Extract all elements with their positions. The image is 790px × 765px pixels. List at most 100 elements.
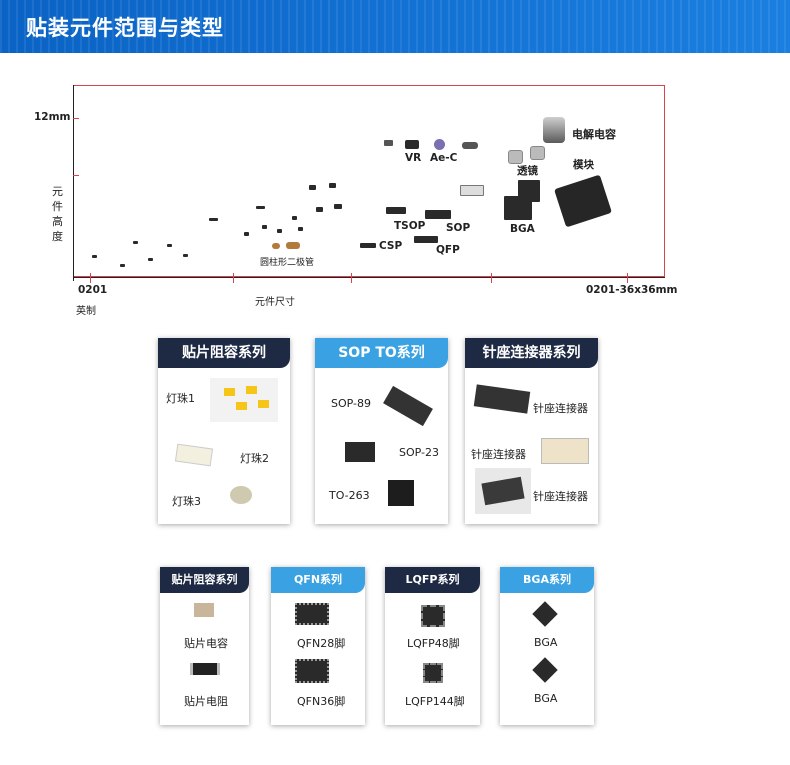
item-label: BGA xyxy=(534,692,558,705)
chip xyxy=(209,218,218,221)
sop89-thumb xyxy=(383,385,433,427)
card-sop-to[interactable]: SOP TO系列 SOP-89 SOP-23 TO-263 xyxy=(315,338,448,524)
bga-thumb xyxy=(532,657,558,683)
card-lqfp[interactable]: LQFP系列 LQFP48脚 LQFP144脚 xyxy=(385,567,480,725)
annot-electrolytic: 电解电容 xyxy=(572,128,616,141)
card-title: 贴片阻容系列 xyxy=(160,567,249,593)
sop-part xyxy=(425,210,451,219)
tsop-part xyxy=(386,207,406,214)
card-chip-rc-small[interactable]: 贴片阻容系列 贴片电容 贴片电阻 xyxy=(160,567,249,725)
item-label: 贴片电容 xyxy=(184,637,228,650)
chip xyxy=(309,185,316,190)
x-end-label: 0201-36x36mm xyxy=(586,284,678,296)
item-label: QFN28脚 xyxy=(297,637,346,650)
item-label: TO-263 xyxy=(329,489,370,502)
diode-part xyxy=(286,242,300,249)
card-title: SOP TO系列 xyxy=(315,338,448,368)
lens-part xyxy=(508,150,523,164)
annot-tsop: TSOP xyxy=(394,220,426,232)
annot-lens: 透镜 xyxy=(517,165,538,177)
x-start-label: 0201 xyxy=(78,284,108,296)
item-label: 灯珠3 xyxy=(172,495,201,508)
page-title: 贴装元件范围与类型 xyxy=(26,16,224,40)
lqfp144-thumb xyxy=(423,663,443,683)
x-tick-2 xyxy=(233,273,234,283)
x-tick-5 xyxy=(627,273,628,283)
mlcc-thumb xyxy=(194,603,214,617)
banner-pattern xyxy=(0,0,790,53)
annot-sop: SOP xyxy=(446,222,471,234)
item-label: SOP-23 xyxy=(399,446,439,459)
x-start-sub: 英制 xyxy=(76,306,96,317)
chip xyxy=(334,204,342,209)
chip xyxy=(183,254,188,257)
qfn36-thumb xyxy=(295,659,329,683)
chip xyxy=(384,140,393,146)
y-tick-top xyxy=(73,118,79,119)
chip xyxy=(298,227,303,231)
sop23-thumb xyxy=(345,442,375,462)
annot-module: 模块 xyxy=(573,159,594,171)
item-label: 贴片电阻 xyxy=(184,695,228,708)
chip xyxy=(277,229,282,233)
x-mid-label: 元件尺寸 xyxy=(255,297,295,308)
resistor-thumb xyxy=(190,663,220,675)
chip xyxy=(120,264,125,267)
header-banner: 贴装元件范围与类型 xyxy=(0,0,790,53)
lqfp48-thumb xyxy=(421,605,445,627)
to263-thumb xyxy=(388,480,414,506)
card-title: 贴片阻容系列 xyxy=(158,338,290,368)
card-qfn[interactable]: QFN系列 QFN28脚 QFN36脚 xyxy=(271,567,365,725)
led-power-thumb xyxy=(230,486,252,504)
qfp-part xyxy=(414,236,438,243)
x-tick-4 xyxy=(491,273,492,283)
card-title: QFN系列 xyxy=(271,567,365,593)
card-title: BGA系列 xyxy=(500,567,594,593)
item-label: BGA xyxy=(534,636,558,649)
y-axis-label: 元件高度 xyxy=(52,185,63,243)
chip xyxy=(460,185,484,196)
annot-csp: CSP xyxy=(379,240,403,252)
ae-c-part xyxy=(434,139,445,150)
lens-part xyxy=(530,146,545,160)
card-chip-rc[interactable]: 贴片阻容系列 灯珠1 灯珠2 灯珠3 xyxy=(158,338,290,524)
chip xyxy=(256,206,265,209)
chip xyxy=(262,225,267,229)
annot-aec: Ae-C xyxy=(430,152,458,164)
chip xyxy=(148,258,153,261)
chip-0201 xyxy=(92,255,97,258)
item-label: QFN36脚 xyxy=(297,695,346,708)
item-label: 针座连接器 xyxy=(533,490,588,503)
annot-vr: VR xyxy=(405,152,422,164)
annot-cylindrical-diode: 圆柱形二极管 xyxy=(260,258,315,268)
item-label: LQFP144脚 xyxy=(405,695,465,708)
item-label: 灯珠2 xyxy=(240,452,269,465)
item-label: 灯珠1 xyxy=(166,392,195,405)
y-top-label: 12mm xyxy=(34,111,71,123)
chip xyxy=(244,232,249,236)
connector-thumb xyxy=(475,468,531,514)
electrolytic-cap-part xyxy=(543,117,565,143)
chip xyxy=(292,216,297,220)
card-bga[interactable]: BGA系列 BGA BGA xyxy=(500,567,594,725)
chip xyxy=(133,241,138,244)
led-thumb xyxy=(210,378,278,422)
vr-part xyxy=(405,140,419,149)
card-connector[interactable]: 针座连接器系列 针座连接器 针座连接器 针座连接器 xyxy=(465,338,598,524)
chip xyxy=(167,244,172,247)
x-axis xyxy=(73,277,665,278)
y-tick-mid xyxy=(73,175,79,176)
x-tick-3 xyxy=(351,273,352,283)
item-label: LQFP48脚 xyxy=(407,637,460,650)
annot-qfp: QFP xyxy=(436,244,460,256)
card-title: 针座连接器系列 xyxy=(465,338,598,368)
y-axis xyxy=(73,85,74,281)
card-title: LQFP系列 xyxy=(385,567,480,593)
qfn28-thumb xyxy=(295,603,329,625)
chip xyxy=(316,207,323,212)
bga-part xyxy=(504,196,532,220)
chip xyxy=(462,142,478,149)
item-label: 针座连接器 xyxy=(533,402,588,415)
item-label: SOP-89 xyxy=(331,397,371,410)
connector-thumb xyxy=(473,384,531,414)
